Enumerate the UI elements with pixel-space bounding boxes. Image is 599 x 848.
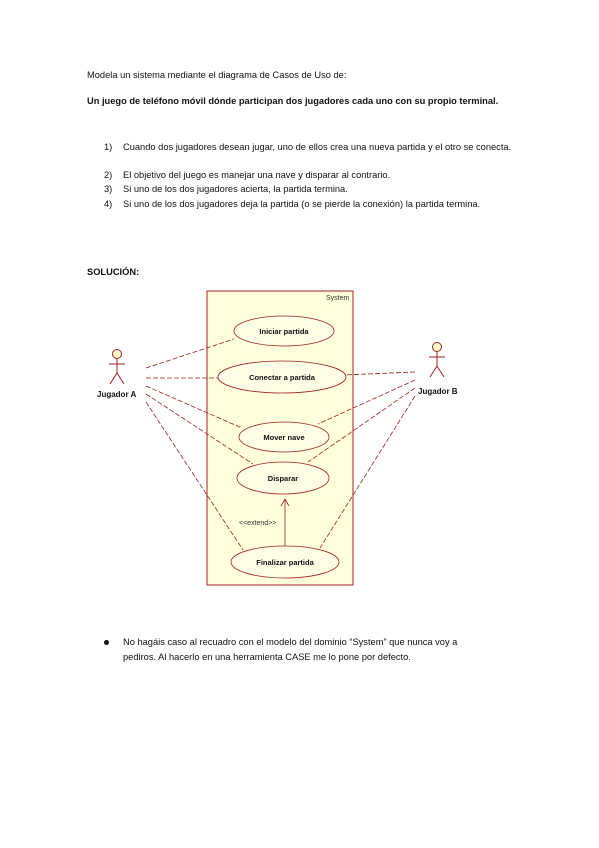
actor-b-label: Jugador B [418,387,458,396]
intro-text: Modela un sistema mediante el diagrama d… [87,70,347,80]
svg-text:Finalizar partida: Finalizar partida [256,558,314,567]
svg-text:Disparar: Disparar [268,474,299,483]
requirement-text: Si uno de los dos jugadores deja la part… [123,199,481,209]
use-case-iniciar-partida: Iniciar partida [233,315,335,347]
use-case-mover-nave: Mover nave [238,421,330,453]
actor-a-label: Jugador A [97,390,136,399]
requirement-number: 1) [104,142,113,152]
requirement-text: El objetivo del juego es manejar una nav… [123,170,391,180]
use-case-disparar: Disparar [236,461,330,495]
system-label: System [326,295,350,302]
requirement-number: 3) [104,184,113,194]
extend-label: <<extend>> [239,520,276,527]
use-case-conectar-partida: Conectar a partida [217,360,347,394]
extend-relationship [280,498,290,546]
svg-text:Conectar a partida: Conectar a partida [249,373,316,382]
requirement-text: Cuando dos jugadores desean jugar, uno d… [123,142,512,152]
solution-label: SOLUCIÓN: [87,267,140,277]
note-line-2: pediros. Al hacerlo en una herramienta C… [123,652,411,662]
requirement-number: 2) [104,170,113,180]
svg-text:Iniciar partida: Iniciar partida [259,327,309,336]
requirement-number: 4) [104,199,113,209]
note-line-1: No hagáis caso al recuadro con el modelo… [123,637,458,647]
use-case-diagram: System Jugador A Jugador B <<extend>> [97,290,458,586]
actor-jugador-b [429,342,445,378]
associations [145,338,416,551]
requirement-text: Si uno de los dos jugadores acierta, la … [123,184,348,194]
svg-text:Mover nave: Mover nave [263,433,304,442]
use-case-finalizar-partida: Finalizar partida [230,545,340,579]
actor-jugador-a [109,349,125,385]
bullet-dot [104,640,109,645]
exercise-title: Un juego de teléfono móvil dónde partici… [87,96,499,106]
